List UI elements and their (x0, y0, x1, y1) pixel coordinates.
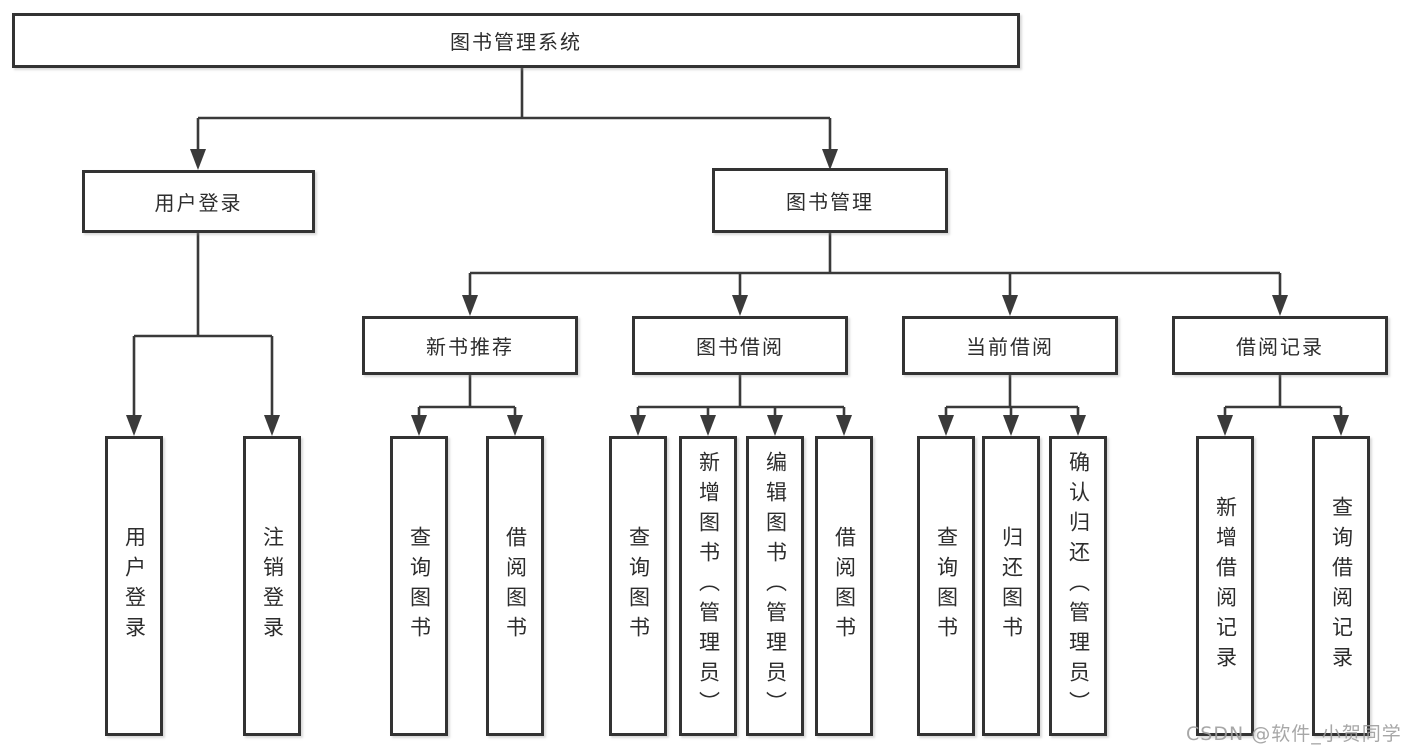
leaf-return-books: 归还图书 (982, 436, 1040, 736)
leaf-edit-books-admin: 编辑图书（管理员） (746, 436, 804, 736)
node-library-system: 图书管理系统 (12, 13, 1020, 68)
leaf-borrow-books: 借阅图书 (815, 436, 873, 736)
connector-lines (132, 68, 1343, 416)
leaf-confirm-return-admin: 确认归还（管理员） (1049, 436, 1107, 736)
leaf-borrow-books-recommend: 借阅图书 (486, 436, 544, 736)
node-book-borrow: 图书借阅 (632, 316, 848, 375)
leaf-query-books-current: 查询图书 (917, 436, 975, 736)
csdn-watermark: CSDN @软件_小贺同学 (1186, 723, 1402, 745)
connector-arrowheads (126, 149, 1349, 436)
leaf-add-books-admin: 新增图书（管理员） (679, 436, 737, 736)
leaf-query-borrow-record: 查询借阅记录 (1312, 436, 1370, 736)
leaf-logout-login: 注销登录 (243, 436, 301, 736)
node-current-borrow: 当前借阅 (902, 316, 1118, 375)
leaf-add-borrow-record: 新增借阅记录 (1196, 436, 1254, 736)
leaf-query-books-borrow: 查询图书 (609, 436, 667, 736)
node-borrow-records: 借阅记录 (1172, 316, 1388, 375)
node-new-book-recommend: 新书推荐 (362, 316, 578, 375)
node-user-login: 用户登录 (82, 170, 315, 233)
leaf-query-books-recommend: 查询图书 (390, 436, 448, 736)
leaf-user-login: 用户登录 (105, 436, 163, 736)
node-book-management: 图书管理 (712, 168, 948, 233)
